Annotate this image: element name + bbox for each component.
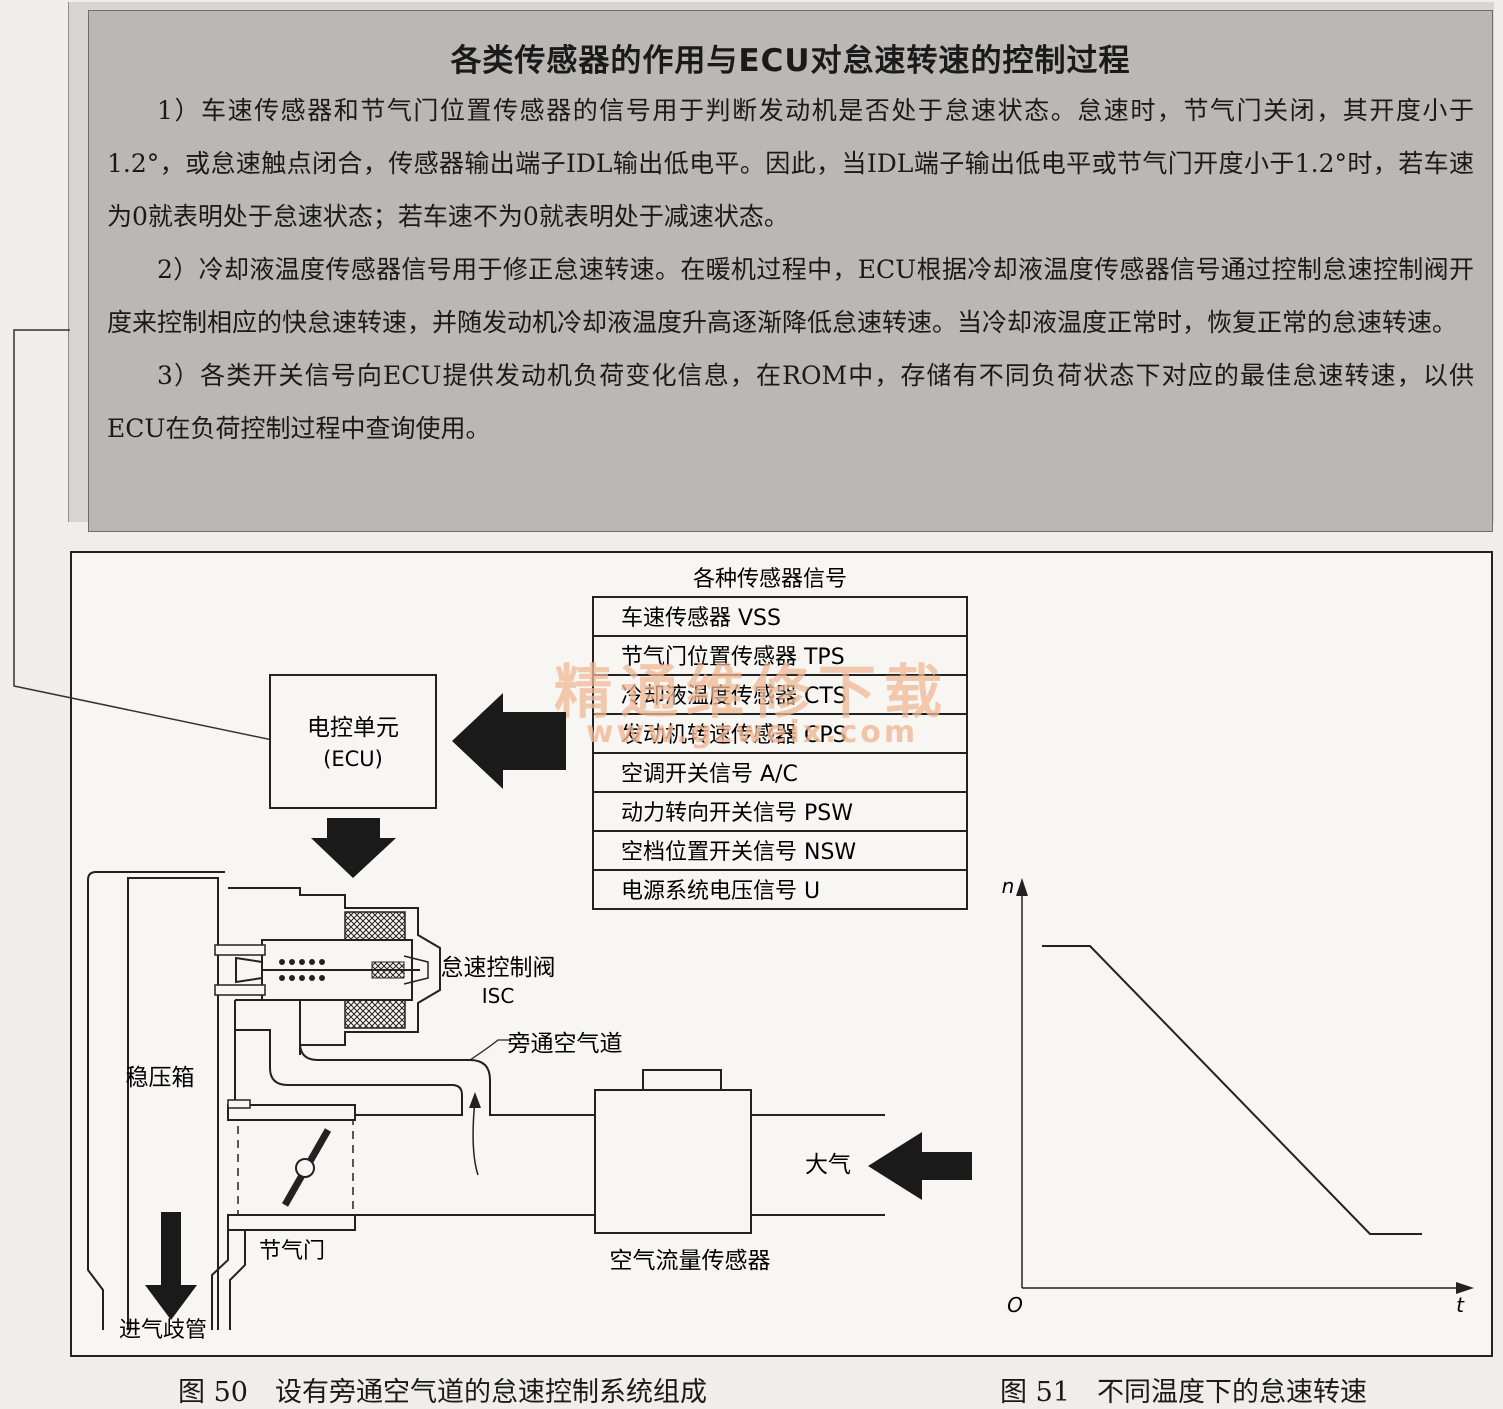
sensor-label: 节气门位置传感器 TPS <box>621 645 845 670</box>
intake-arrow <box>145 1212 197 1320</box>
idle-speed-graph: n t O <box>1002 874 1474 1317</box>
sensor-label: 发动机转速传感器 CPS <box>621 723 847 748</box>
control-arrow <box>311 818 396 878</box>
sensor-row <box>592 674 968 715</box>
caption-fig51: 图 51 不同温度下的怠速转速 <box>1000 1377 1367 1408</box>
signal-arrow <box>452 693 566 789</box>
paragraph-2: 2）冷却液温度传感器信号用于修正怠速转速。在暖机过程中，ECU根据冷却液温度传感… <box>107 255 1474 337</box>
y-axis-label: n <box>1002 874 1015 898</box>
panel-title: 各类传感器的作用与ECU对怠速转速的控制过程 <box>450 43 1131 79</box>
isc-valve <box>214 887 441 1055</box>
x-axis-label: t <box>1456 1293 1465 1317</box>
bypass-flow-arrow <box>472 1099 479 1176</box>
bypass-passage <box>235 999 595 1116</box>
sensor-row <box>592 635 968 676</box>
sensor-label: 车速传感器 VSS <box>621 606 781 631</box>
paragraph-1: 1）车速传感器和节气门位置传感器的信号用于判断发动机是否处于怠速状态。怠速时，节… <box>107 96 1474 231</box>
sensor-label: 空调开关信号 A/C <box>621 762 798 787</box>
sensor-row <box>592 791 968 832</box>
throttle-label: 节气门 <box>259 1239 325 1264</box>
sensor-label: 电源系统电压信号 U <box>621 879 820 904</box>
bypass-label: 旁通空气道 <box>508 1031 623 1057</box>
sensor-row <box>592 596 968 637</box>
watermark-url: www.gzweix.com <box>586 715 918 750</box>
ecu-label: 电控单元 <box>307 715 399 741</box>
caption-fig50: 图 50 设有旁通空气道的怠速控制系统组成 <box>178 1377 707 1408</box>
surge-tank-label: 稳压箱 <box>126 1065 195 1091</box>
x-axis-arrow <box>1456 1282 1474 1294</box>
atmosphere-label: 大气 <box>805 1152 851 1178</box>
air-flow-sensor <box>594 1089 752 1234</box>
intake-manifold-label: 进气歧管 <box>119 1318 207 1343</box>
sensor-header: 各种传感器信号 <box>693 567 847 592</box>
sensor-label: 动力转向开关信号 PSW <box>621 801 853 826</box>
surge-tank-outline <box>127 877 219 1330</box>
leader-line <box>13 329 331 753</box>
sensor-label: 空档位置开关信号 NSW <box>621 840 856 865</box>
idle-speed-line <box>1042 945 1422 1235</box>
isc-label-abbr: ISC <box>482 984 515 1008</box>
air-flow-sensor-label: 空气流量传感器 <box>610 1248 771 1274</box>
isc-label: 怠速控制阀 <box>441 955 556 981</box>
ecu-label-abbr: (ECU) <box>323 747 383 771</box>
watermark-text: 精通维修下载 <box>554 658 950 726</box>
info-panel: 各类传感器的作用与ECU对怠速转速的控制过程 1）车速传感器和节气门位置传感器的… <box>88 10 1493 532</box>
surge-tank-outer <box>87 871 225 1330</box>
ecu-box <box>269 674 437 809</box>
sensor-row <box>592 752 968 793</box>
sensor-table: 车速传感器 VSS 节气门位置传感器 TPS 冷却液温度传感器 CTS 发动机转速传感… <box>592 596 968 910</box>
throttle-body <box>237 1119 354 1216</box>
y-axis-arrow <box>1016 878 1028 896</box>
sensor-row <box>592 830 968 871</box>
atmosphere-arrow <box>868 1132 972 1200</box>
sensor-label: 冷却液温度传感器 CTS <box>621 684 847 709</box>
paragraph-3: 3）各类开关信号向ECU提供发动机负荷变化信息，在ROM中，存储有不同负荷状态下… <box>107 361 1474 443</box>
sensor-row <box>592 869 968 910</box>
origin-label: O <box>1007 1293 1023 1317</box>
